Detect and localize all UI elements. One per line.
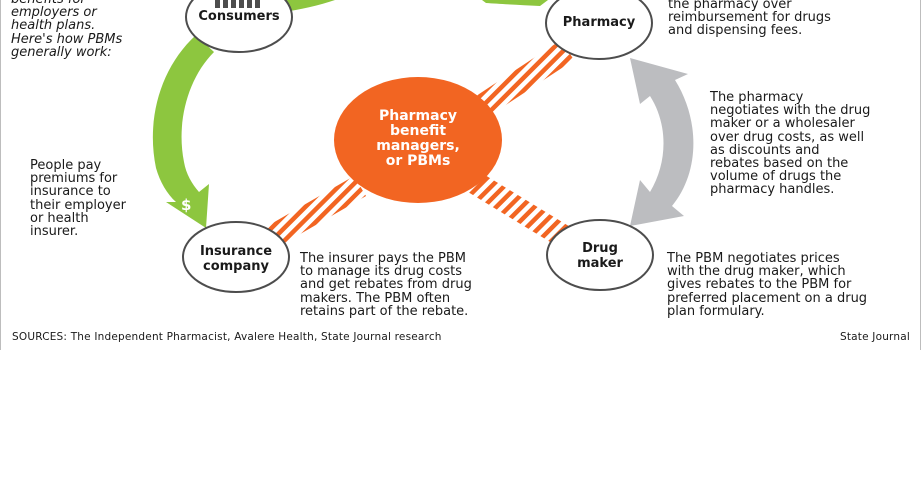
consumers-label: Consumers — [198, 9, 280, 24]
pharmacy-label: Pharmacy — [562, 15, 636, 30]
node-pharmacy — [545, 0, 653, 60]
people-icon — [215, 0, 260, 8]
sources-line: SOURCES: The Independent Pharmacist, Ava… — [12, 331, 442, 343]
intro-text: benefits for employers or health plans. … — [11, 0, 123, 60]
pharmacy-negotiates-text: The pharmacy negotiates with the drug ma… — [710, 90, 871, 198]
pbm-flow-diagram — [152, 0, 694, 293]
striped-connector-insurer — [264, 176, 366, 248]
node-insurance-company — [182, 221, 290, 293]
node-consumers — [185, 0, 293, 53]
green-arrow-consumers-to-insurer — [152, 35, 214, 228]
people-pay-text: People pay premiums for insurance to the… — [30, 158, 126, 240]
insurance-company-label: Insurance company — [199, 244, 273, 274]
pharmacy-payment-text: the pharmacy over reimbursement for drug… — [668, 0, 831, 39]
node-drug-maker — [546, 219, 654, 291]
green-arrowhead-to-pharmacy — [482, 0, 548, 6]
node-pbm — [334, 77, 502, 203]
right-border — [920, 0, 921, 350]
gray-double-arrow-pharmacy-drugmaker — [630, 58, 694, 226]
pbm-label: Pharmacy benefit managers, or PBMs — [376, 108, 460, 169]
drug-maker-label: Drug maker — [577, 241, 623, 271]
dollar-sign-icon: $ — [181, 196, 192, 214]
insurer-pays-text: The insurer pays the PBM to manage its d… — [300, 251, 472, 319]
left-border — [0, 0, 1, 350]
credit-line: State Journal — [839, 331, 910, 343]
pbm-infographic: Consumers Pharmacy Insurance company Dru… — [0, 0, 922, 350]
striped-connector-drugmaker — [468, 172, 572, 248]
striped-connector-pharmacy — [467, 40, 574, 122]
pbm-negotiates-text: The PBM negotiates prices with the drug … — [667, 251, 868, 319]
